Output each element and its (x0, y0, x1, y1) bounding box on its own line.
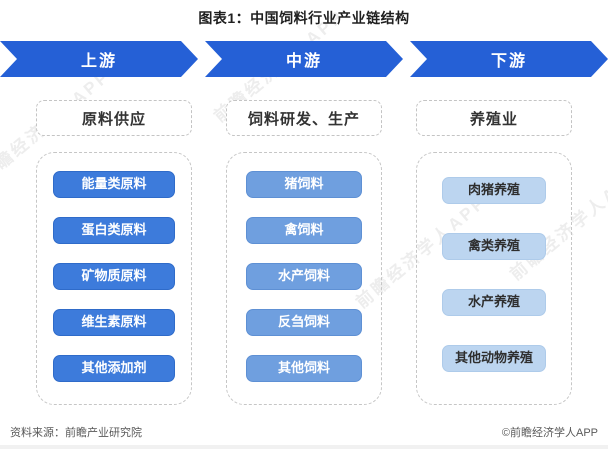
footer: 资料来源：前瞻产业研究院 ©前瞻经济学人APP (0, 424, 608, 440)
item-other-animal-farming: 其他动物养殖 (442, 345, 546, 372)
bottom-divider (0, 445, 608, 449)
item-aquaculture: 水产养殖 (442, 289, 546, 316)
source-note: 资料来源：前瞻产业研究院 (10, 427, 142, 439)
sections-row: 能量类原料 蛋白类原料 矿物质原料 维生素原料 其他添加剂 猪饲料 禽饲料 水产… (0, 152, 608, 405)
stage-arrow-midstream: 中游 (205, 41, 403, 77)
section-header-farming: 养殖业 (416, 100, 572, 136)
section-header-raw-materials: 原料供应 (36, 100, 192, 136)
stage-arrow-upstream: 上游 (0, 41, 198, 77)
copyright-note: ©前瞻经济学人APP (501, 427, 598, 439)
page-title: 图表1：中国饲料行业产业链结构 (198, 10, 410, 26)
item-other-additives: 其他添加剂 (53, 355, 175, 382)
item-ruminant-feed: 反刍饲料 (246, 309, 362, 336)
stage-ribbon: 上游 中游 下游 (0, 41, 608, 77)
stage-label-downstream: 下游 (490, 53, 527, 70)
section-header-feed-production: 饲料研发、生产 (226, 100, 382, 136)
item-other-feed: 其他饲料 (246, 355, 362, 382)
column-midstream: 猪饲料 禽饲料 水产饲料 反刍饲料 其他饲料 (226, 152, 382, 405)
item-poultry-farming: 禽类养殖 (442, 233, 546, 260)
stage-label-midstream: 中游 (285, 53, 322, 70)
item-poultry-feed: 禽饲料 (246, 217, 362, 244)
item-aqua-feed: 水产饲料 (246, 263, 362, 290)
column-downstream: 肉猪养殖 禽类养殖 水产养殖 其他动物养殖 (416, 152, 572, 405)
stage-arrow-downstream: 下游 (410, 41, 608, 77)
item-mineral-materials: 矿物质原料 (53, 263, 175, 290)
item-protein-materials: 蛋白类原料 (53, 217, 175, 244)
stage-label-upstream: 上游 (80, 53, 117, 70)
section-headers-row: 原料供应 饲料研发、生产 养殖业 (0, 100, 608, 136)
column-upstream: 能量类原料 蛋白类原料 矿物质原料 维生素原料 其他添加剂 (36, 152, 192, 405)
item-pig-feed: 猪饲料 (246, 171, 362, 198)
item-pig-farming: 肉猪养殖 (442, 177, 546, 204)
item-energy-materials: 能量类原料 (53, 171, 175, 198)
item-vitamin-materials: 维生素原料 (53, 309, 175, 336)
